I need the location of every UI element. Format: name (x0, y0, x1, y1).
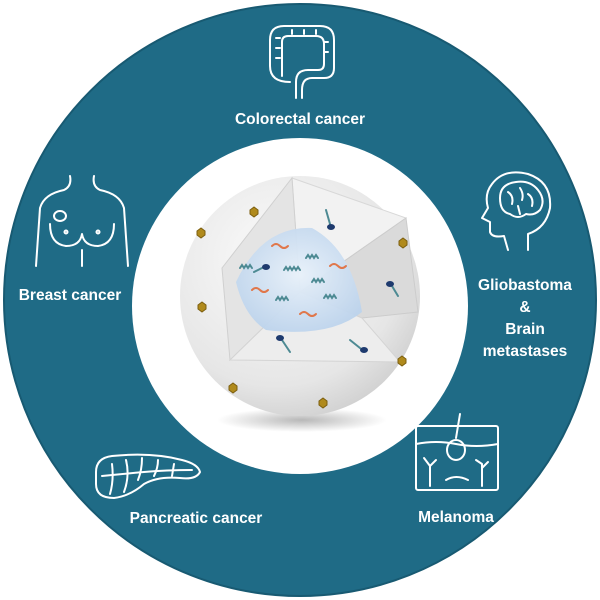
glioblastoma-label-line4: metastases (483, 343, 567, 360)
colorectal-label: Colorectal cancer (235, 111, 365, 128)
skin-section-icon (415, 413, 499, 491)
sphere-core (236, 227, 362, 332)
breast-label: Breast cancer (19, 287, 122, 304)
glioblastoma-label-line3: Brain (505, 321, 545, 338)
head-brain-icon (481, 171, 552, 251)
pancreatic-label: Pancreatic cancer (130, 510, 263, 527)
rna-strands (239, 243, 347, 317)
surface-particles (196, 206, 408, 409)
torso-icon (35, 175, 129, 267)
sphere-shadow (217, 408, 387, 432)
colon-icon (269, 25, 335, 99)
melanoma-label: Melanoma (418, 509, 494, 526)
pancreas-icon (95, 453, 201, 499)
glioblastoma-label-line2: & (519, 299, 530, 316)
membrane-proteins (253, 209, 399, 353)
nanoparticle-illustration (180, 176, 420, 432)
glioblastoma-label-line1: Gliobastoma (478, 277, 572, 294)
